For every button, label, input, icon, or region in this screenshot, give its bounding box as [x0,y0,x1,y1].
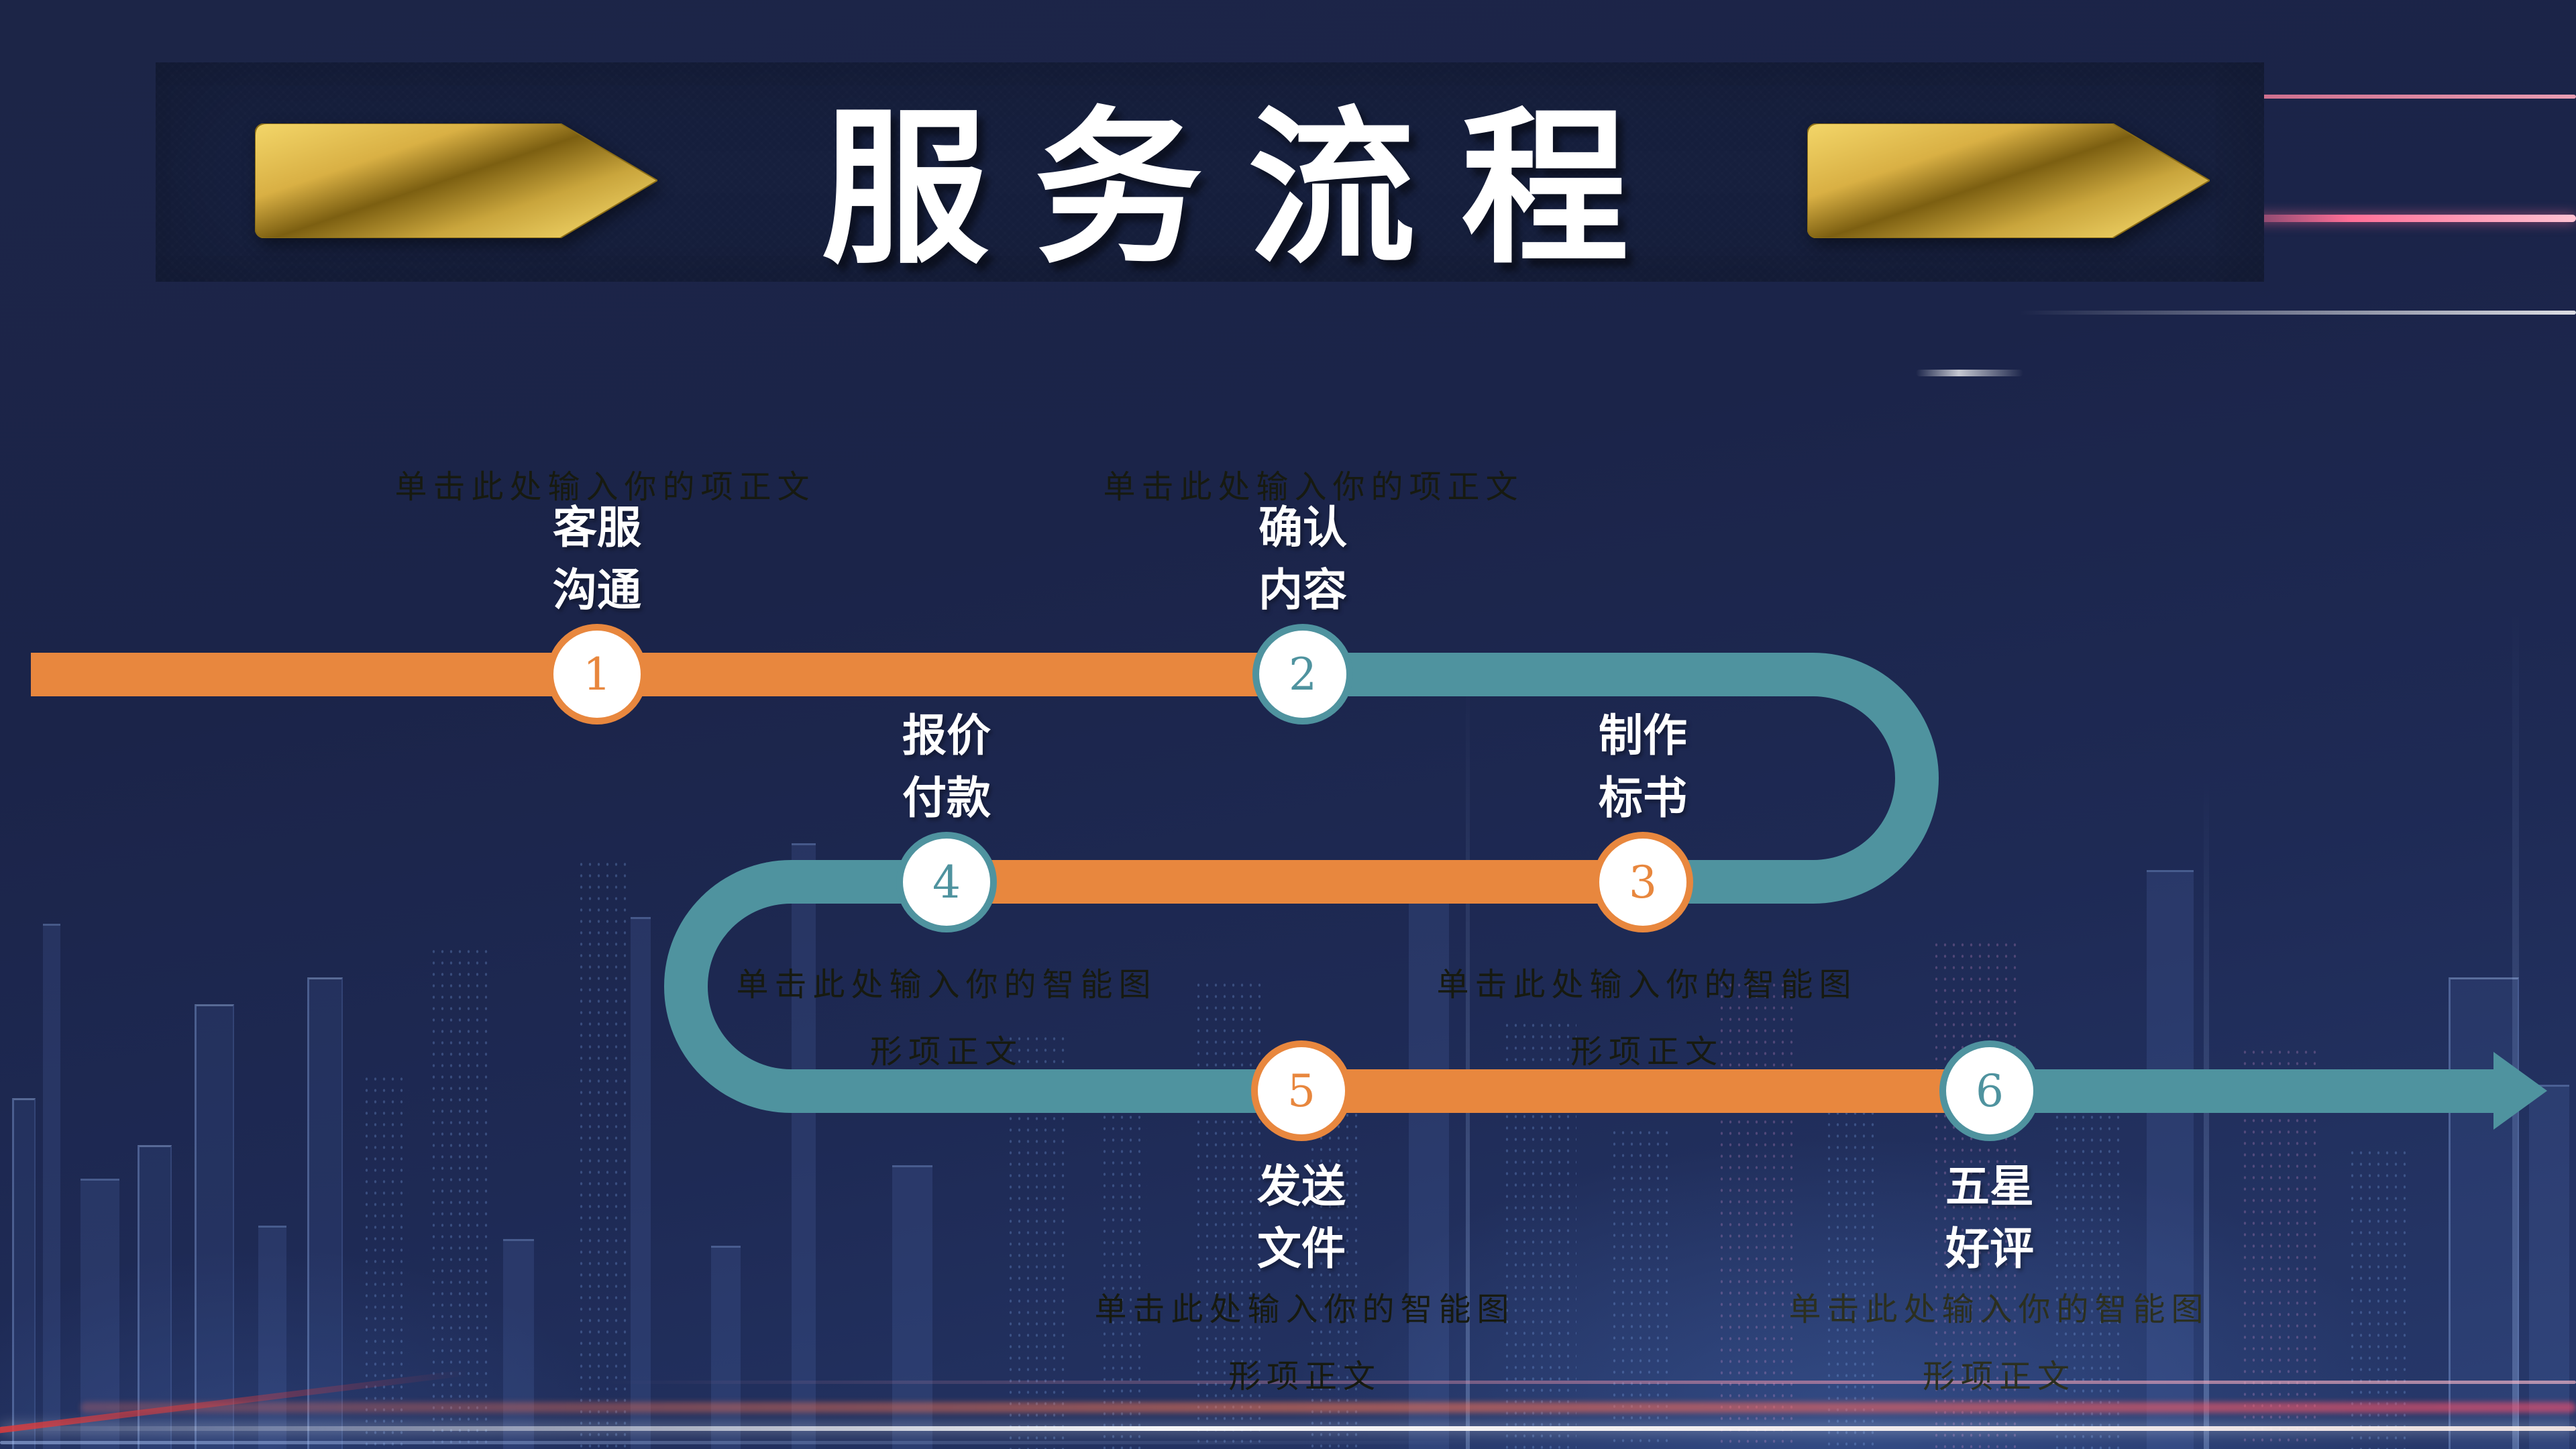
placeholder-note-step6[interactable]: 单击此处输入你的智能图 形项正文 [1731,1276,2267,1410]
building [362,1073,409,1449]
label-line: 报价 [902,710,991,760]
step-label-4: 报价 付款 [812,704,1081,829]
step-label-3: 制作 标书 [1509,704,1777,829]
antenna-line [2512,610,2519,1449]
note-line: 单击此处输入你的项正文 [1103,468,1524,506]
gold-arrow-left-icon [255,123,657,238]
building [1932,939,2019,1449]
step-label-6: 五星 好评 [1856,1155,2124,1280]
building [1409,890,1449,1449]
note-line: 单击此处输入你的项正文 [394,468,816,506]
label-line: 确认 [1258,502,1347,552]
building [195,1004,234,1449]
building [2147,870,2194,1449]
step-node-6: 6 [1939,1040,2040,1141]
placeholder-note-step1[interactable]: 单击此处输入你的项正文 [337,453,873,521]
label-line: 客服 [553,502,641,552]
building [2348,1147,2408,1449]
building [1308,1087,1362,1449]
light-streak [0,1441,1476,1444]
step-label-2: 确认 内容 [1169,496,1437,621]
building [138,1145,172,1449]
step-node-2: 2 [1252,624,1353,724]
label-line: 五星 [1945,1161,2034,1211]
gold-arrow-right-icon [1807,123,2210,238]
flow-segment-1-orange [31,653,1303,696]
building [43,924,60,1449]
label-line: 好评 [1945,1224,2034,1273]
light-streak [80,1402,2576,1413]
light-streak [604,1381,2576,1384]
step-node-5: 5 [1251,1040,1352,1141]
note-line: 形项正文 [1228,1358,1381,1395]
light-streak [1916,370,2023,376]
building [1100,1100,1147,1449]
label-line: 沟通 [553,565,641,614]
step-number: 4 [932,856,961,908]
page-title: 服务流程 [821,95,1674,282]
building [792,843,816,1449]
step-number: 5 [1287,1065,1316,1117]
building [258,1226,286,1449]
flow-segment-7-orange [1301,1069,1990,1113]
building [892,1165,932,1449]
note-line: 单击此处输入你的智能图 [1788,1291,2210,1328]
building [307,977,343,1449]
step-node-3: 3 [1593,832,1693,932]
building [503,1239,534,1449]
note-line: 单击此处输入你的智能图 [1436,966,1858,1004]
building [1717,979,1798,1449]
note-line: 形项正文 [1922,1358,2076,1395]
flow-segment-6-teal [791,1069,1301,1113]
building [1825,1073,1878,1449]
light-streak [2167,215,2576,222]
flow-segment-4-orange [947,860,1643,904]
note-line: 单击此处输入你的智能图 [1094,1291,1515,1328]
building [2529,1085,2569,1449]
step-node-1: 1 [547,624,647,724]
step-number: 6 [1976,1065,2004,1117]
note-line: 形项正文 [869,1033,1023,1071]
building [1610,1127,1670,1449]
building [1194,979,1261,1449]
flow-segment-8-teal [1990,1069,2498,1113]
step-number: 2 [1289,648,1317,700]
note-line: 单击此处输入你的智能图 [736,966,1157,1004]
label-line: 标书 [1599,773,1687,822]
building [631,917,651,1449]
building [2053,1100,2120,1449]
step-node-4: 4 [896,832,997,932]
antenna-line [1466,678,1470,1449]
step-number: 3 [1629,856,1657,908]
building [2449,977,2519,1449]
label-line: 制作 [1599,710,1687,760]
building [577,859,631,1449]
step-label-5: 发送 文件 [1167,1155,1436,1280]
flow-segment-2-teal [1303,653,1813,696]
label-line: 付款 [902,773,991,822]
flow-arrowhead-icon [2493,1052,2547,1130]
label-line: 内容 [1258,565,1347,614]
label-line: 发送 [1257,1161,1346,1211]
building [429,946,490,1449]
light-streak [2019,311,2576,315]
placeholder-note-step5[interactable]: 单击此处输入你的智能图 形项正文 [1036,1276,1573,1410]
building [711,1246,741,1449]
label-line: 文件 [1257,1224,1346,1273]
step-number: 1 [583,648,611,700]
step-label-1: 客服 沟通 [463,496,731,621]
placeholder-note-step4[interactable]: 单击此处输入你的智能图 形项正文 [678,951,1215,1085]
light-streak [0,1426,2576,1431]
note-line: 形项正文 [1570,1033,1723,1071]
building [12,1098,36,1449]
placeholder-note-step3[interactable]: 单击此处输入你的智能图 形项正文 [1379,951,1915,1085]
placeholder-note-step2[interactable]: 单击此处输入你的项正文 [1045,453,1582,521]
antenna-line [2204,778,2209,1449]
